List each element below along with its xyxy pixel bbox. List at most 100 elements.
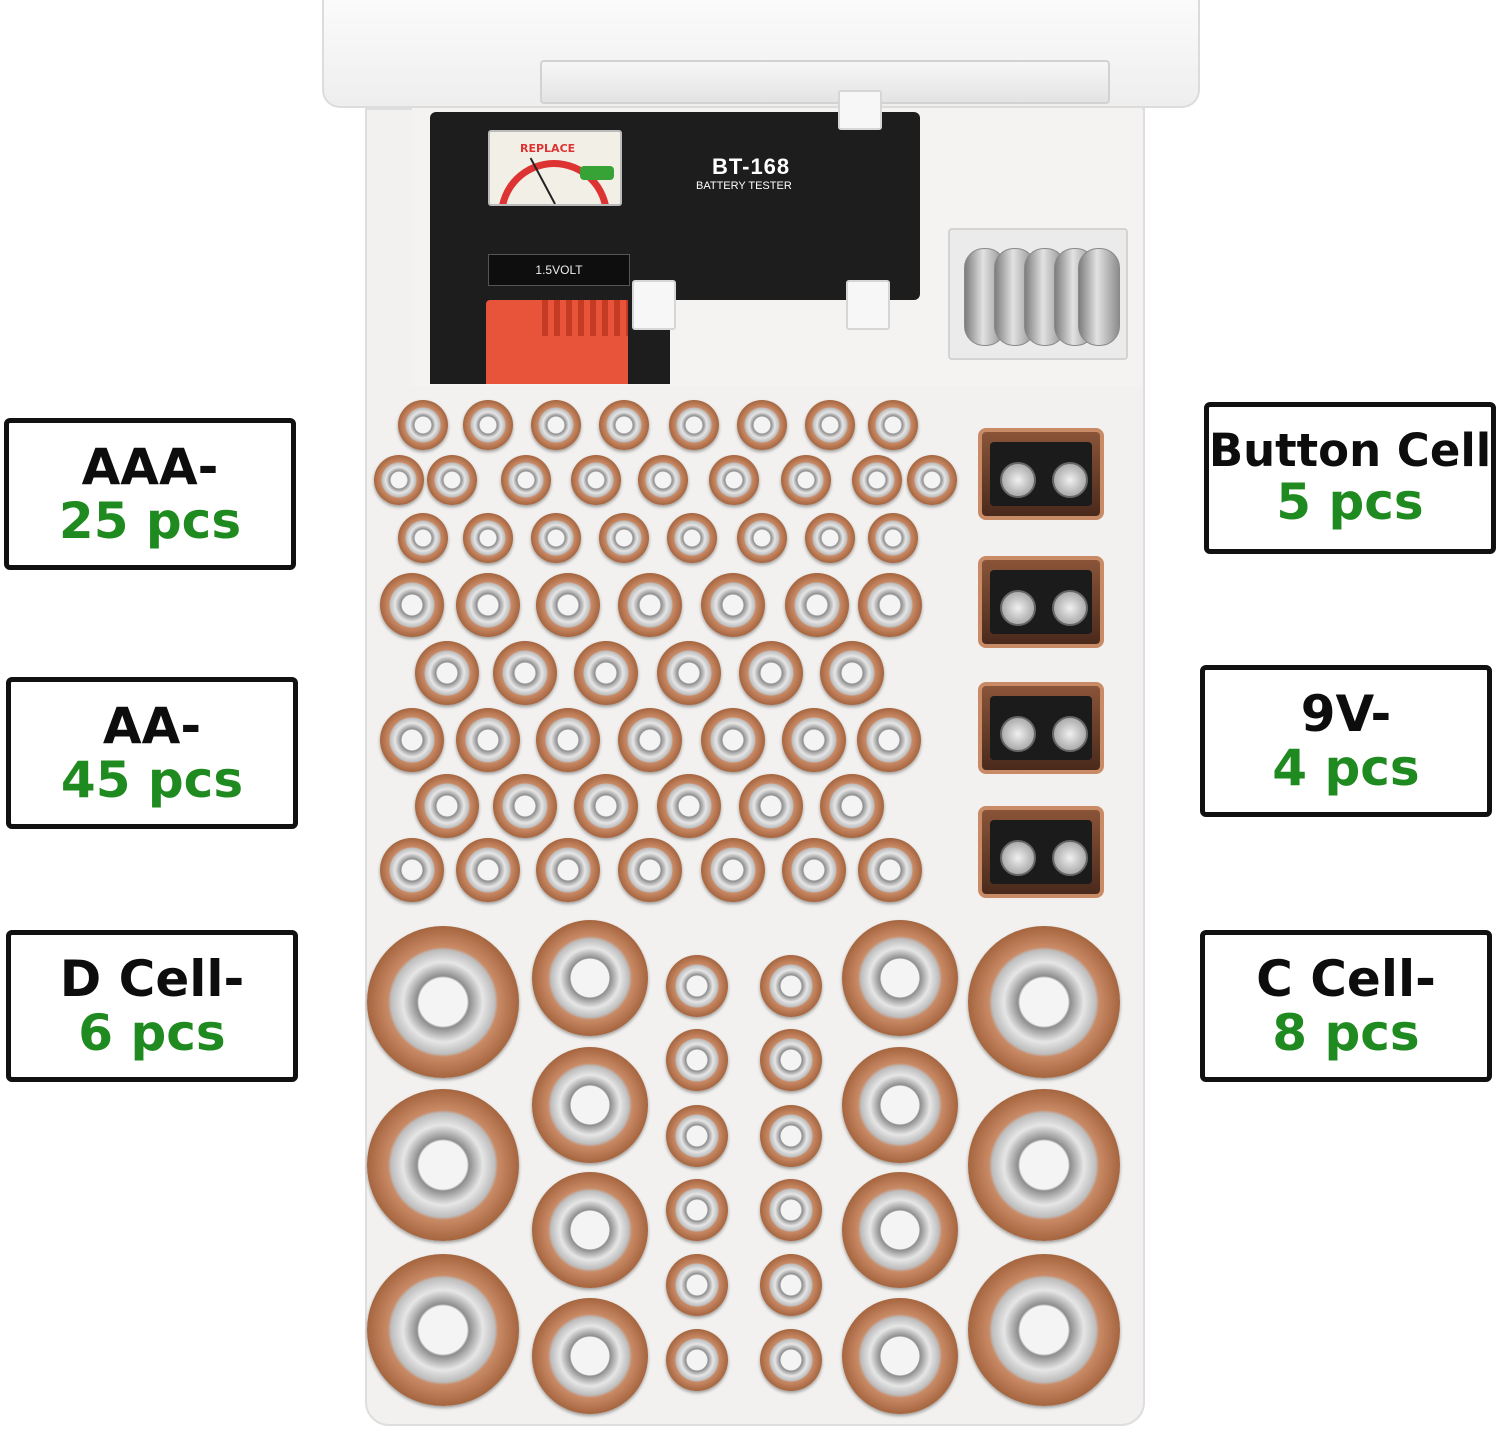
nine-v-battery bbox=[978, 428, 1104, 520]
nine-v-label-count: 4 pcs bbox=[1272, 739, 1420, 797]
aaa-battery bbox=[868, 400, 918, 450]
c-cell-battery bbox=[532, 1047, 648, 1163]
aa-battery bbox=[415, 641, 479, 705]
nine-v-battery bbox=[978, 556, 1104, 648]
aa-battery bbox=[857, 708, 921, 772]
c-cell-battery bbox=[532, 1172, 648, 1288]
aa-battery bbox=[380, 573, 444, 637]
aaa-battery bbox=[463, 513, 513, 563]
aa-battery bbox=[666, 1254, 728, 1316]
aaa-battery bbox=[781, 455, 831, 505]
aa-battery bbox=[820, 774, 884, 838]
c-cell-battery bbox=[842, 1172, 958, 1288]
aaa-label-name: AAA- bbox=[81, 438, 219, 496]
c-cell-battery bbox=[532, 1298, 648, 1414]
aa-battery bbox=[618, 708, 682, 772]
tester-subtitle: BATTERY TESTER bbox=[696, 180, 792, 192]
button-cell-label-name: Button Cell bbox=[1208, 423, 1492, 477]
aa-battery bbox=[820, 641, 884, 705]
c-cell-label: C Cell- 8 pcs bbox=[1200, 930, 1492, 1082]
aaa-battery bbox=[805, 400, 855, 450]
d-cell-label-name: D Cell- bbox=[59, 950, 245, 1008]
aaa-battery bbox=[398, 513, 448, 563]
aaa-battery bbox=[599, 400, 649, 450]
battery-tester: REPLACE BT-168 BATTERY TESTER 1.5VOLT bbox=[430, 112, 920, 384]
tester-model: BT-168 bbox=[712, 154, 791, 179]
aa-battery bbox=[858, 573, 922, 637]
d-cell-battery bbox=[367, 926, 519, 1078]
aaa-battery bbox=[374, 455, 424, 505]
c-cell-battery bbox=[842, 920, 958, 1036]
aa-battery bbox=[536, 708, 600, 772]
aaa-battery bbox=[599, 513, 649, 563]
aa-battery bbox=[493, 641, 557, 705]
aaa-battery bbox=[805, 513, 855, 563]
c-cell-label-name: C Cell- bbox=[1256, 950, 1436, 1008]
aa-battery bbox=[456, 838, 520, 902]
aa-battery bbox=[574, 641, 638, 705]
aaa-battery bbox=[737, 513, 787, 563]
aa-battery bbox=[760, 955, 822, 1017]
aa-battery bbox=[574, 774, 638, 838]
aa-battery bbox=[536, 838, 600, 902]
nine-v-label-name: 9V- bbox=[1300, 685, 1392, 743]
lid-clip bbox=[838, 90, 882, 130]
aa-battery bbox=[666, 1105, 728, 1167]
nine-v-battery bbox=[978, 682, 1104, 774]
aa-battery bbox=[618, 573, 682, 637]
aaa-battery bbox=[669, 400, 719, 450]
aa-battery bbox=[760, 1029, 822, 1091]
c-cell-label-count: 8 pcs bbox=[1272, 1004, 1420, 1062]
aa-battery bbox=[536, 573, 600, 637]
aa-battery bbox=[701, 573, 765, 637]
lid-hinge-strip bbox=[540, 60, 1110, 104]
meter-replace-label: REPLACE bbox=[520, 142, 576, 155]
aa-battery bbox=[657, 774, 721, 838]
aa-label-count: 45 pcs bbox=[60, 751, 244, 809]
d-cell-battery bbox=[367, 1089, 519, 1241]
tester-meter: REPLACE bbox=[488, 130, 622, 206]
aa-battery bbox=[701, 838, 765, 902]
aaa-label: AAA- 25 pcs bbox=[4, 418, 296, 570]
nine-v-label: 9V- 4 pcs bbox=[1200, 665, 1492, 817]
d-cell-label-count: 6 pcs bbox=[78, 1004, 226, 1062]
aa-battery bbox=[760, 1179, 822, 1241]
aa-label: AA- 45 pcs bbox=[6, 677, 298, 829]
d-cell-battery bbox=[968, 1254, 1120, 1406]
aaa-battery bbox=[398, 400, 448, 450]
aa-battery bbox=[760, 1254, 822, 1316]
aa-battery bbox=[666, 955, 728, 1017]
aa-battery bbox=[782, 708, 846, 772]
meter-good-zone bbox=[580, 166, 614, 180]
button-cell-label-count: 5 pcs bbox=[1276, 473, 1424, 532]
aa-battery bbox=[415, 774, 479, 838]
aa-battery bbox=[858, 838, 922, 902]
aa-battery bbox=[456, 573, 520, 637]
button-cell-holder bbox=[948, 228, 1128, 360]
aaa-battery bbox=[737, 400, 787, 450]
aaa-battery bbox=[667, 513, 717, 563]
aa-battery bbox=[739, 774, 803, 838]
d-cell-battery bbox=[367, 1254, 519, 1406]
aaa-battery bbox=[638, 455, 688, 505]
aa-battery bbox=[380, 708, 444, 772]
aaa-battery bbox=[709, 455, 759, 505]
d-cell-battery bbox=[968, 1089, 1120, 1241]
nine-v-battery bbox=[978, 806, 1104, 898]
aa-label-name: AA- bbox=[102, 697, 202, 755]
aa-battery bbox=[785, 573, 849, 637]
aaa-battery bbox=[531, 513, 581, 563]
c-cell-battery bbox=[842, 1298, 958, 1414]
aa-battery bbox=[701, 708, 765, 772]
tester-slider bbox=[486, 300, 628, 384]
aaa-label-count: 25 pcs bbox=[58, 492, 242, 550]
aa-battery bbox=[657, 641, 721, 705]
aa-battery bbox=[666, 1179, 728, 1241]
tester-clip-right bbox=[846, 280, 890, 330]
aa-battery bbox=[760, 1329, 822, 1391]
button-cell bbox=[1078, 248, 1120, 346]
aa-battery bbox=[666, 1329, 728, 1391]
d-cell-battery bbox=[968, 926, 1120, 1078]
aaa-battery bbox=[463, 400, 513, 450]
aaa-battery bbox=[907, 455, 957, 505]
